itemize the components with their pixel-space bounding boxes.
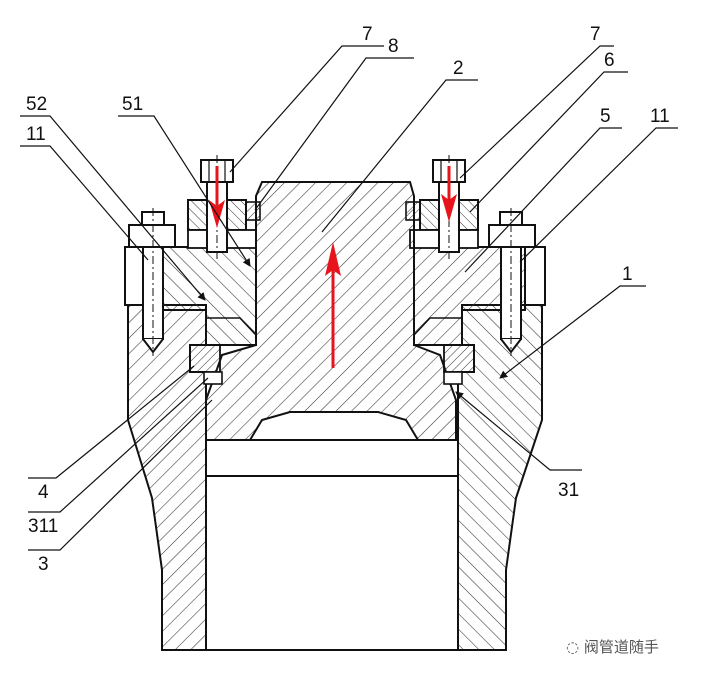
retainer-right xyxy=(443,371,463,385)
seat-ring xyxy=(205,439,459,477)
label-4: 4 xyxy=(38,482,49,503)
plug-cavity xyxy=(248,411,420,441)
label-3: 3 xyxy=(38,554,49,575)
seal-ring-left xyxy=(189,344,221,373)
force-arrow-stem-up xyxy=(325,242,341,368)
label-7-right: 7 xyxy=(590,24,601,45)
watermark: ◌ 阀管道随手 xyxy=(566,636,659,657)
retainer-left xyxy=(203,371,223,385)
label-1: 1 xyxy=(622,264,633,285)
flange-bolt-left xyxy=(128,208,176,356)
wechat-icon: ◌ xyxy=(566,638,580,656)
label-7-left: 7 xyxy=(362,24,373,45)
cavity-outline-left xyxy=(206,317,257,336)
seal-ring-right xyxy=(443,344,475,373)
force-arrow-right-down xyxy=(441,166,457,222)
label-5: 5 xyxy=(600,106,611,127)
label-11-right: 11 xyxy=(650,106,670,127)
label-8: 8 xyxy=(388,36,399,57)
label-11-left: 11 xyxy=(26,124,46,145)
label-52: 52 xyxy=(26,94,47,115)
label-51: 51 xyxy=(122,94,143,115)
leader-lines xyxy=(20,45,678,551)
label-6: 6 xyxy=(604,50,615,71)
label-311: 311 xyxy=(28,516,58,537)
flange-bolt-right xyxy=(488,208,536,356)
lower-bore xyxy=(205,475,459,651)
label-31: 31 xyxy=(558,480,579,501)
gland-bolt-left xyxy=(200,155,234,260)
cavity-outline-right xyxy=(413,317,462,336)
body-flange-right xyxy=(524,246,546,306)
watermark-text: 阀管道随手 xyxy=(583,638,659,656)
label-2: 2 xyxy=(453,58,464,79)
